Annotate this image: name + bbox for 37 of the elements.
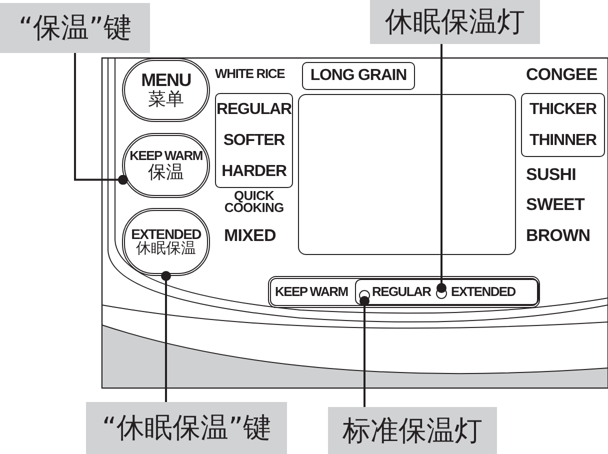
mode-label: CONGEE: [526, 66, 598, 84]
callout-label: “保温”键: [0, 3, 150, 53]
menu-button: [122, 58, 210, 122]
leader-line: [360, 296, 370, 407]
button-label: KEEP WARM: [130, 149, 202, 163]
callout-label: 休眠保温灯: [370, 0, 540, 44]
mode-label: BROWN: [526, 227, 590, 245]
button-label: MENU: [141, 71, 191, 90]
mode-label: WHITE RICE: [215, 67, 285, 81]
indicator-label: EXTENDED: [451, 285, 516, 299]
callout-label: “休眠保温”键: [86, 402, 287, 454]
button-label: EXTENDED: [131, 226, 201, 242]
button-label: 保温: [148, 162, 184, 182]
keep-warm-button: [122, 133, 210, 198]
indicator-label: KEEP WARM: [275, 285, 348, 299]
mode-frame: [521, 93, 605, 157]
mode-label: REGULAR: [216, 100, 292, 118]
button-label: 休眠保温: [136, 241, 196, 258]
mode-label: SOFTER: [223, 132, 285, 150]
leader-line: [161, 271, 171, 402]
mode-label: SWEET: [526, 196, 584, 214]
indicator-label: REGULAR: [372, 285, 431, 299]
display-window: [298, 94, 516, 255]
extended-button: [122, 208, 210, 276]
mode-label: THICKER: [530, 100, 596, 118]
mode-label: HARDER: [222, 162, 286, 180]
mode-frame: LONG GRAIN: [302, 62, 415, 90]
mode-label: SUSHI: [526, 166, 576, 184]
leader-line: [436, 44, 446, 293]
mode-label: QUICK COOKING: [223, 190, 285, 215]
indicator-panel: [268, 276, 540, 308]
mode-frame: [215, 93, 293, 188]
button-label: 菜单: [148, 90, 184, 109]
leader-line: [74, 53, 128, 185]
callout-label: 标准保温灯: [328, 407, 497, 454]
mode-label: THINNER: [530, 132, 596, 150]
mode-label: MIXED: [224, 227, 276, 245]
